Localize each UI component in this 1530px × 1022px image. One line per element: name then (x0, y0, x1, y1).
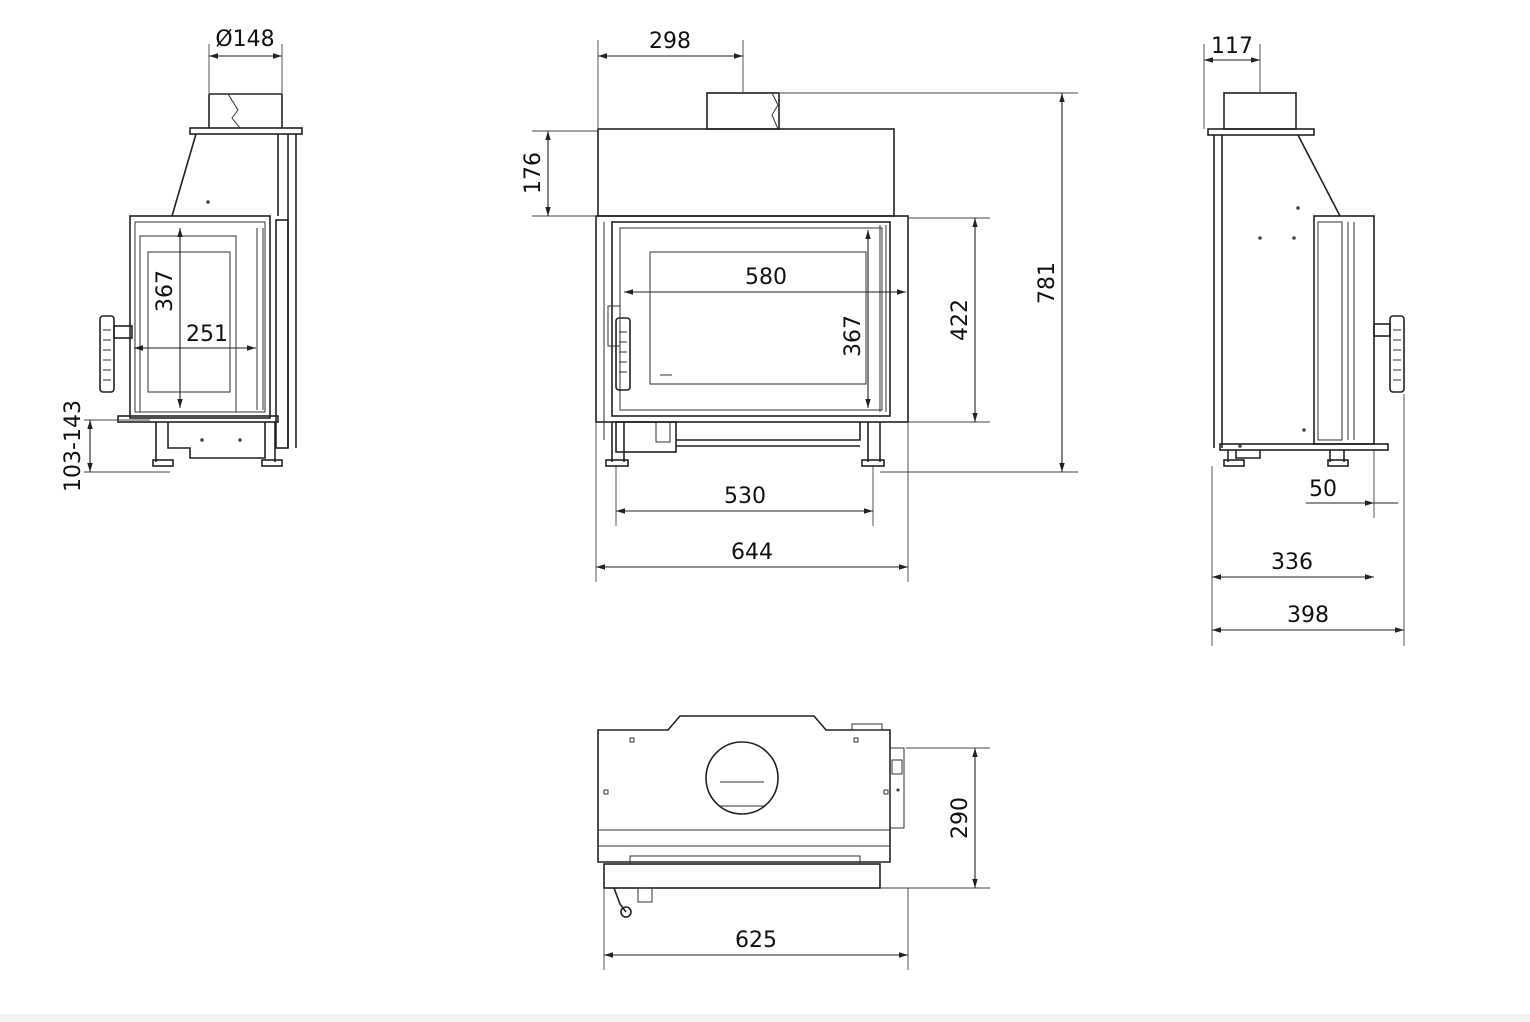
front-top-box-height-label: 176 (521, 152, 546, 194)
left-glass-height-label: 367 (153, 270, 178, 312)
top-depth-label: 290 (948, 797, 973, 839)
left-flue-diameter-label: Ø148 (215, 27, 274, 52)
front-glass-width-label: 580 (745, 265, 787, 290)
right-flue-offset-label: 117 (1211, 34, 1253, 59)
left-glass-width-label: 251 (186, 322, 228, 347)
right-total-depth-label: 398 (1287, 603, 1329, 628)
front-leg-spacing-label: 530 (724, 484, 766, 509)
right-handle-offset-label: 50 (1309, 477, 1337, 502)
right-body-depth-label: 336 (1271, 550, 1313, 575)
right-side-view: 117 50 336 398 (1203, 34, 1405, 646)
front-total-height-label: 781 (1035, 262, 1060, 304)
front-view: 298 176 580 367 422 781 530 644 (521, 29, 1078, 582)
front-glass-height-label: 367 (841, 315, 866, 357)
left-side-view: Ø148 367 251 103-143 (61, 27, 303, 492)
front-flue-offset-label: 298 (649, 29, 691, 54)
left-leg-height-label: 103-143 (61, 400, 86, 492)
front-total-width-label: 644 (731, 540, 773, 565)
top-width-label: 625 (735, 928, 777, 953)
top-view: 290 625 (597, 715, 990, 970)
bottom-strip (0, 1014, 1530, 1022)
front-door-height-label: 422 (948, 299, 973, 341)
